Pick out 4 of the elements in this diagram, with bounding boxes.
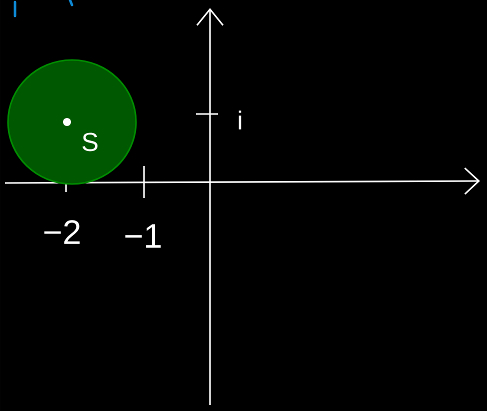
axis-label: −2 xyxy=(44,220,80,244)
axis-label: −1 xyxy=(125,224,161,248)
shaded-region: S xyxy=(7,59,137,185)
axis-label: i xyxy=(238,110,242,130)
